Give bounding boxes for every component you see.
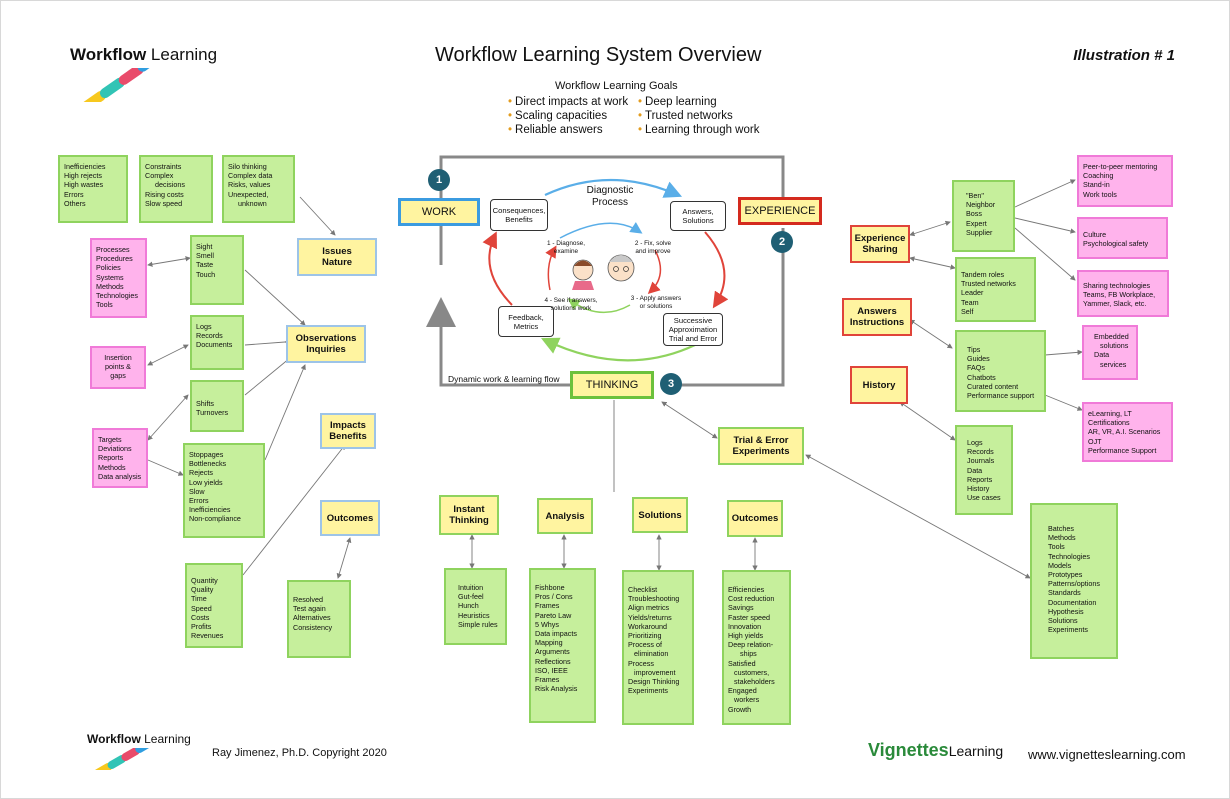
work-tag: WORK xyxy=(398,198,480,226)
goal-item: •Learning through work xyxy=(638,124,760,136)
thinking-tag: THINKING xyxy=(570,371,654,399)
goal-item: •Scaling capacities xyxy=(508,110,608,122)
footer-logo-light: Learning xyxy=(144,732,191,746)
logo-light: Learning xyxy=(150,45,218,64)
answers-box: Answers,Solutions xyxy=(670,201,726,231)
badge-2: 2 xyxy=(771,231,793,253)
history-header: History xyxy=(850,366,908,404)
logo-word: Workflow xyxy=(70,45,147,64)
illustration-label: Illustration # 1 xyxy=(1073,47,1175,64)
website-url[interactable]: www.vignetteslearning.com xyxy=(1028,747,1186,762)
outcomes-bottom-header: Outcomes xyxy=(727,500,783,537)
workflow-logo: Workflow Learning xyxy=(70,45,217,65)
goals-title: Workflow Learning Goals xyxy=(555,80,678,92)
goal-item: •Deep learning xyxy=(638,96,717,108)
step4-label: 4 - See if answers,solutions work xyxy=(544,297,598,312)
goal-item: •Direct impacts at work xyxy=(508,96,629,108)
goal-item: •Reliable answers xyxy=(508,124,603,136)
badge-1: 1 xyxy=(428,169,450,191)
vignettes-light: Learning xyxy=(948,743,1004,759)
people-illustration xyxy=(572,254,635,290)
feedback-box: Feedback,Metrics xyxy=(498,306,554,337)
outcomes-left-header: Outcomes xyxy=(320,500,380,536)
dynamic-flow-label: Dynamic work & learning flow xyxy=(448,374,560,384)
badge-3: 3 xyxy=(660,373,682,395)
footer-workflow-logo: Workflow Learning xyxy=(87,732,191,746)
consequences-box: Consequences,Benefits xyxy=(490,199,548,231)
analysis-header: Analysis xyxy=(537,498,593,534)
copyright-text: Ray Jimenez, Ph.D. Copyright 2020 xyxy=(212,747,387,759)
solutions-header: Solutions xyxy=(632,497,688,533)
vignettes-word: Vignettes xyxy=(868,740,949,760)
goal-item: •Trusted networks xyxy=(638,110,733,122)
vignettes-logo: VignettesLearning xyxy=(868,740,1003,761)
footer-pencils-icon xyxy=(93,748,152,770)
step1-label: 1 - Diagnose,examine xyxy=(546,240,585,255)
footer-logo-word: Workflow xyxy=(87,732,141,746)
diagnostic-process-label: Diagnostic Process xyxy=(586,185,634,208)
page-title: Workflow Learning System Overview xyxy=(435,44,762,66)
pencils-logo-icon xyxy=(81,68,160,102)
experience-tag: EXPERIENCE xyxy=(738,197,822,225)
